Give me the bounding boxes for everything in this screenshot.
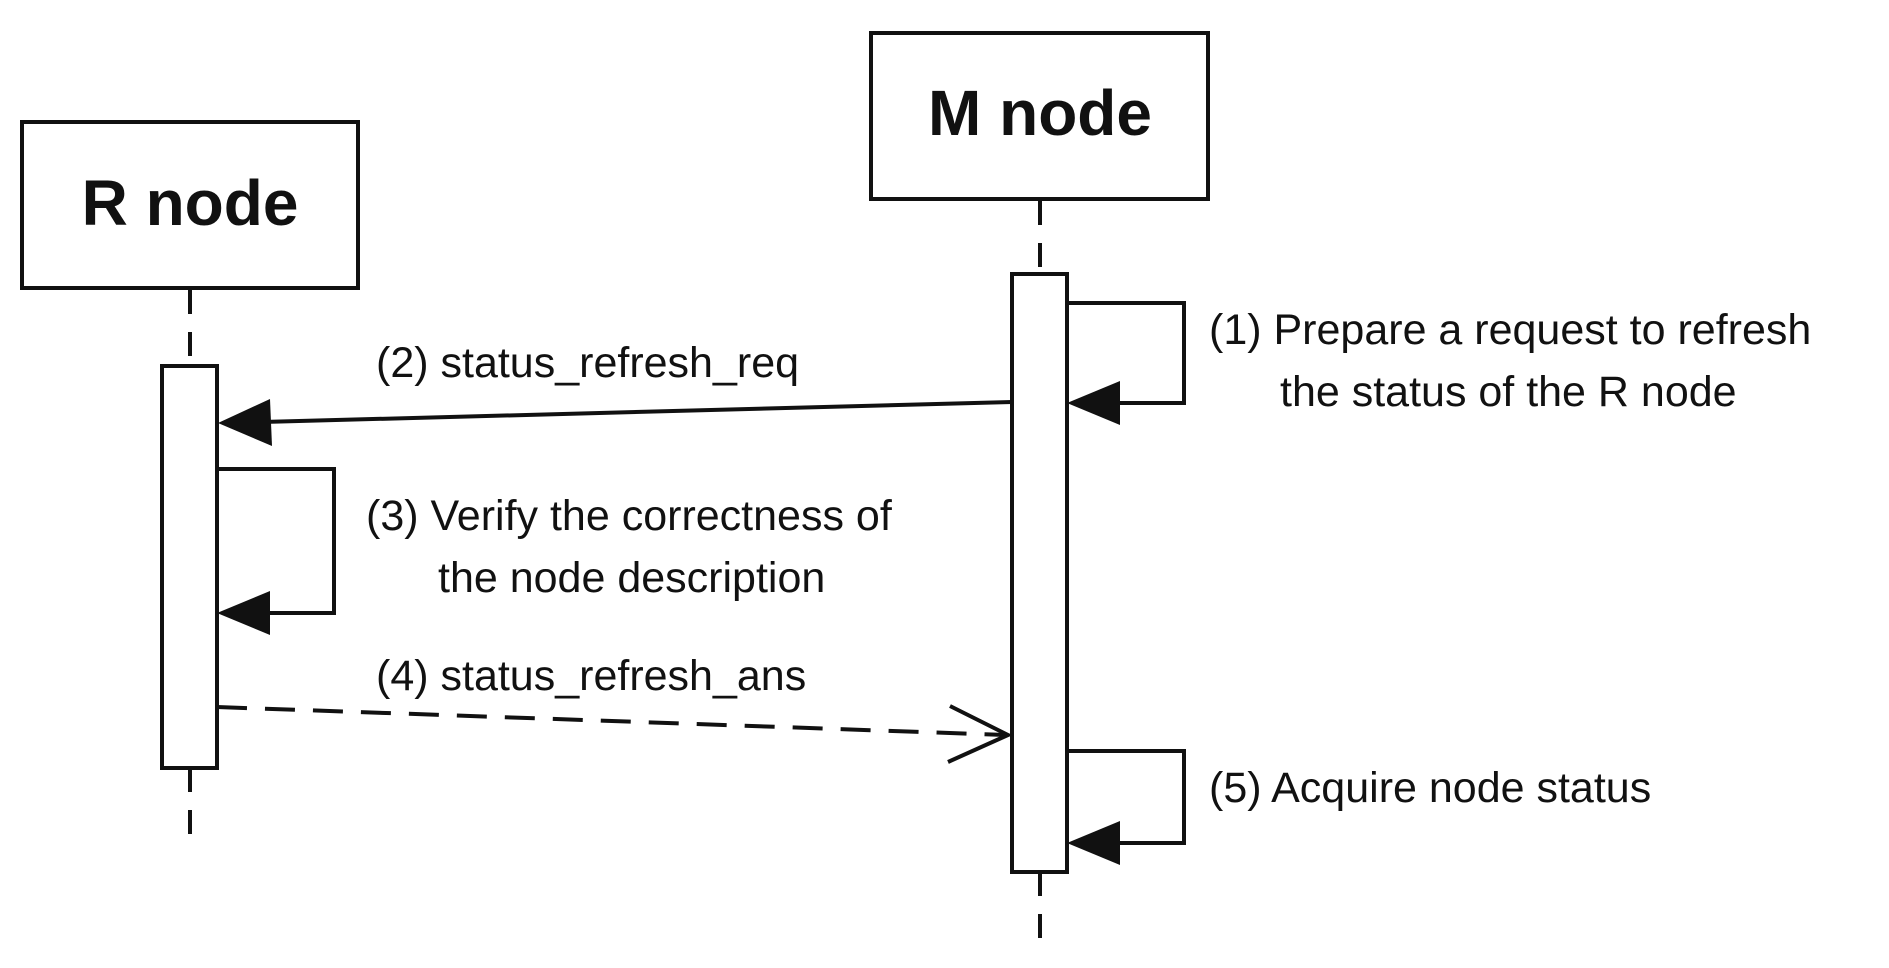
- lifelines: [188, 201, 1042, 950]
- step5-arrowhead: [1067, 821, 1120, 865]
- step2-arrow-line: [261, 400, 1013, 424]
- step2-label: (2) status_refresh_req: [376, 339, 799, 387]
- step1-loop-line: [1067, 301, 1186, 405]
- m-node-actor: M node: [869, 31, 1210, 201]
- m-node-label: M node: [928, 77, 1152, 149]
- step1-arrowhead: [1067, 381, 1120, 425]
- r-node-actor: R node: [20, 120, 360, 290]
- step5-label: (5) Acquire node status: [1209, 764, 1651, 812]
- r-node-label: R node: [82, 167, 299, 239]
- step5-self-message: (5) Acquire node status: [1067, 749, 1651, 865]
- step3-arrowhead: [217, 591, 270, 635]
- step1-label-line2: the status of the R node: [1280, 368, 1737, 416]
- step4-open-arrowhead: [947, 704, 1013, 764]
- step2-arrowhead: [218, 399, 272, 446]
- m-node-box: [869, 31, 1210, 201]
- step1-self-message: (1) Prepare a request to refresh the sta…: [1067, 301, 1811, 425]
- r-node-activation-bar: [160, 364, 219, 770]
- step4-return-message: (4) status_refresh_ans: [216, 652, 1013, 764]
- step3-loop-line: [217, 467, 336, 615]
- step2-message: (2) status_refresh_req: [218, 339, 1013, 446]
- step1-label-line1: (1) Prepare a request to refresh: [1209, 306, 1811, 354]
- step4-arrow-line: [216, 705, 1007, 737]
- step3-self-message: (3) Verify the correctness of the node d…: [217, 467, 893, 635]
- step3-label-line1: (3) Verify the correctness of: [366, 492, 893, 540]
- step4-label: (4) status_refresh_ans: [376, 652, 806, 700]
- step3-label-line2: the node description: [438, 554, 825, 602]
- m-node-activation-bar: [1010, 272, 1069, 874]
- step5-loop-line: [1067, 749, 1186, 845]
- r-node-box: [20, 120, 360, 290]
